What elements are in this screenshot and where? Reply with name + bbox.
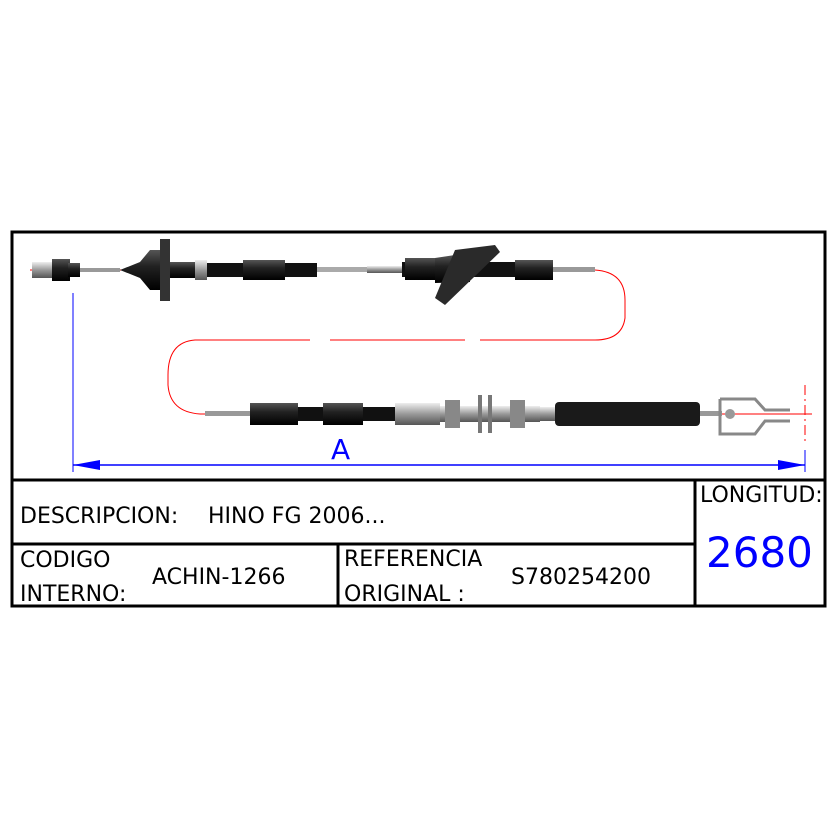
longitud-value: 2680 bbox=[706, 528, 813, 577]
codigo-label-line1: CODIGO bbox=[20, 548, 110, 573]
cable-lower-assembly bbox=[205, 395, 790, 436]
referencia-label-line1: REFERENCIA bbox=[344, 547, 482, 572]
referencia-label-line2: ORIGINAL : bbox=[344, 582, 465, 607]
codigo-label-line2: INTERNO: bbox=[20, 582, 126, 607]
codigo-value: ACHIN-1266 bbox=[152, 565, 285, 590]
drawing-frame bbox=[10, 230, 827, 608]
dimension-label: A bbox=[331, 433, 350, 466]
description-label: DESCRIPCION: bbox=[20, 504, 178, 529]
referencia-value: S780254200 bbox=[511, 565, 651, 590]
cable-upper-assembly bbox=[32, 239, 595, 305]
dimension-a bbox=[72, 293, 806, 472]
longitud-label: LONGITUD: bbox=[700, 483, 823, 508]
description-value: HINO FG 2006... bbox=[208, 504, 385, 529]
